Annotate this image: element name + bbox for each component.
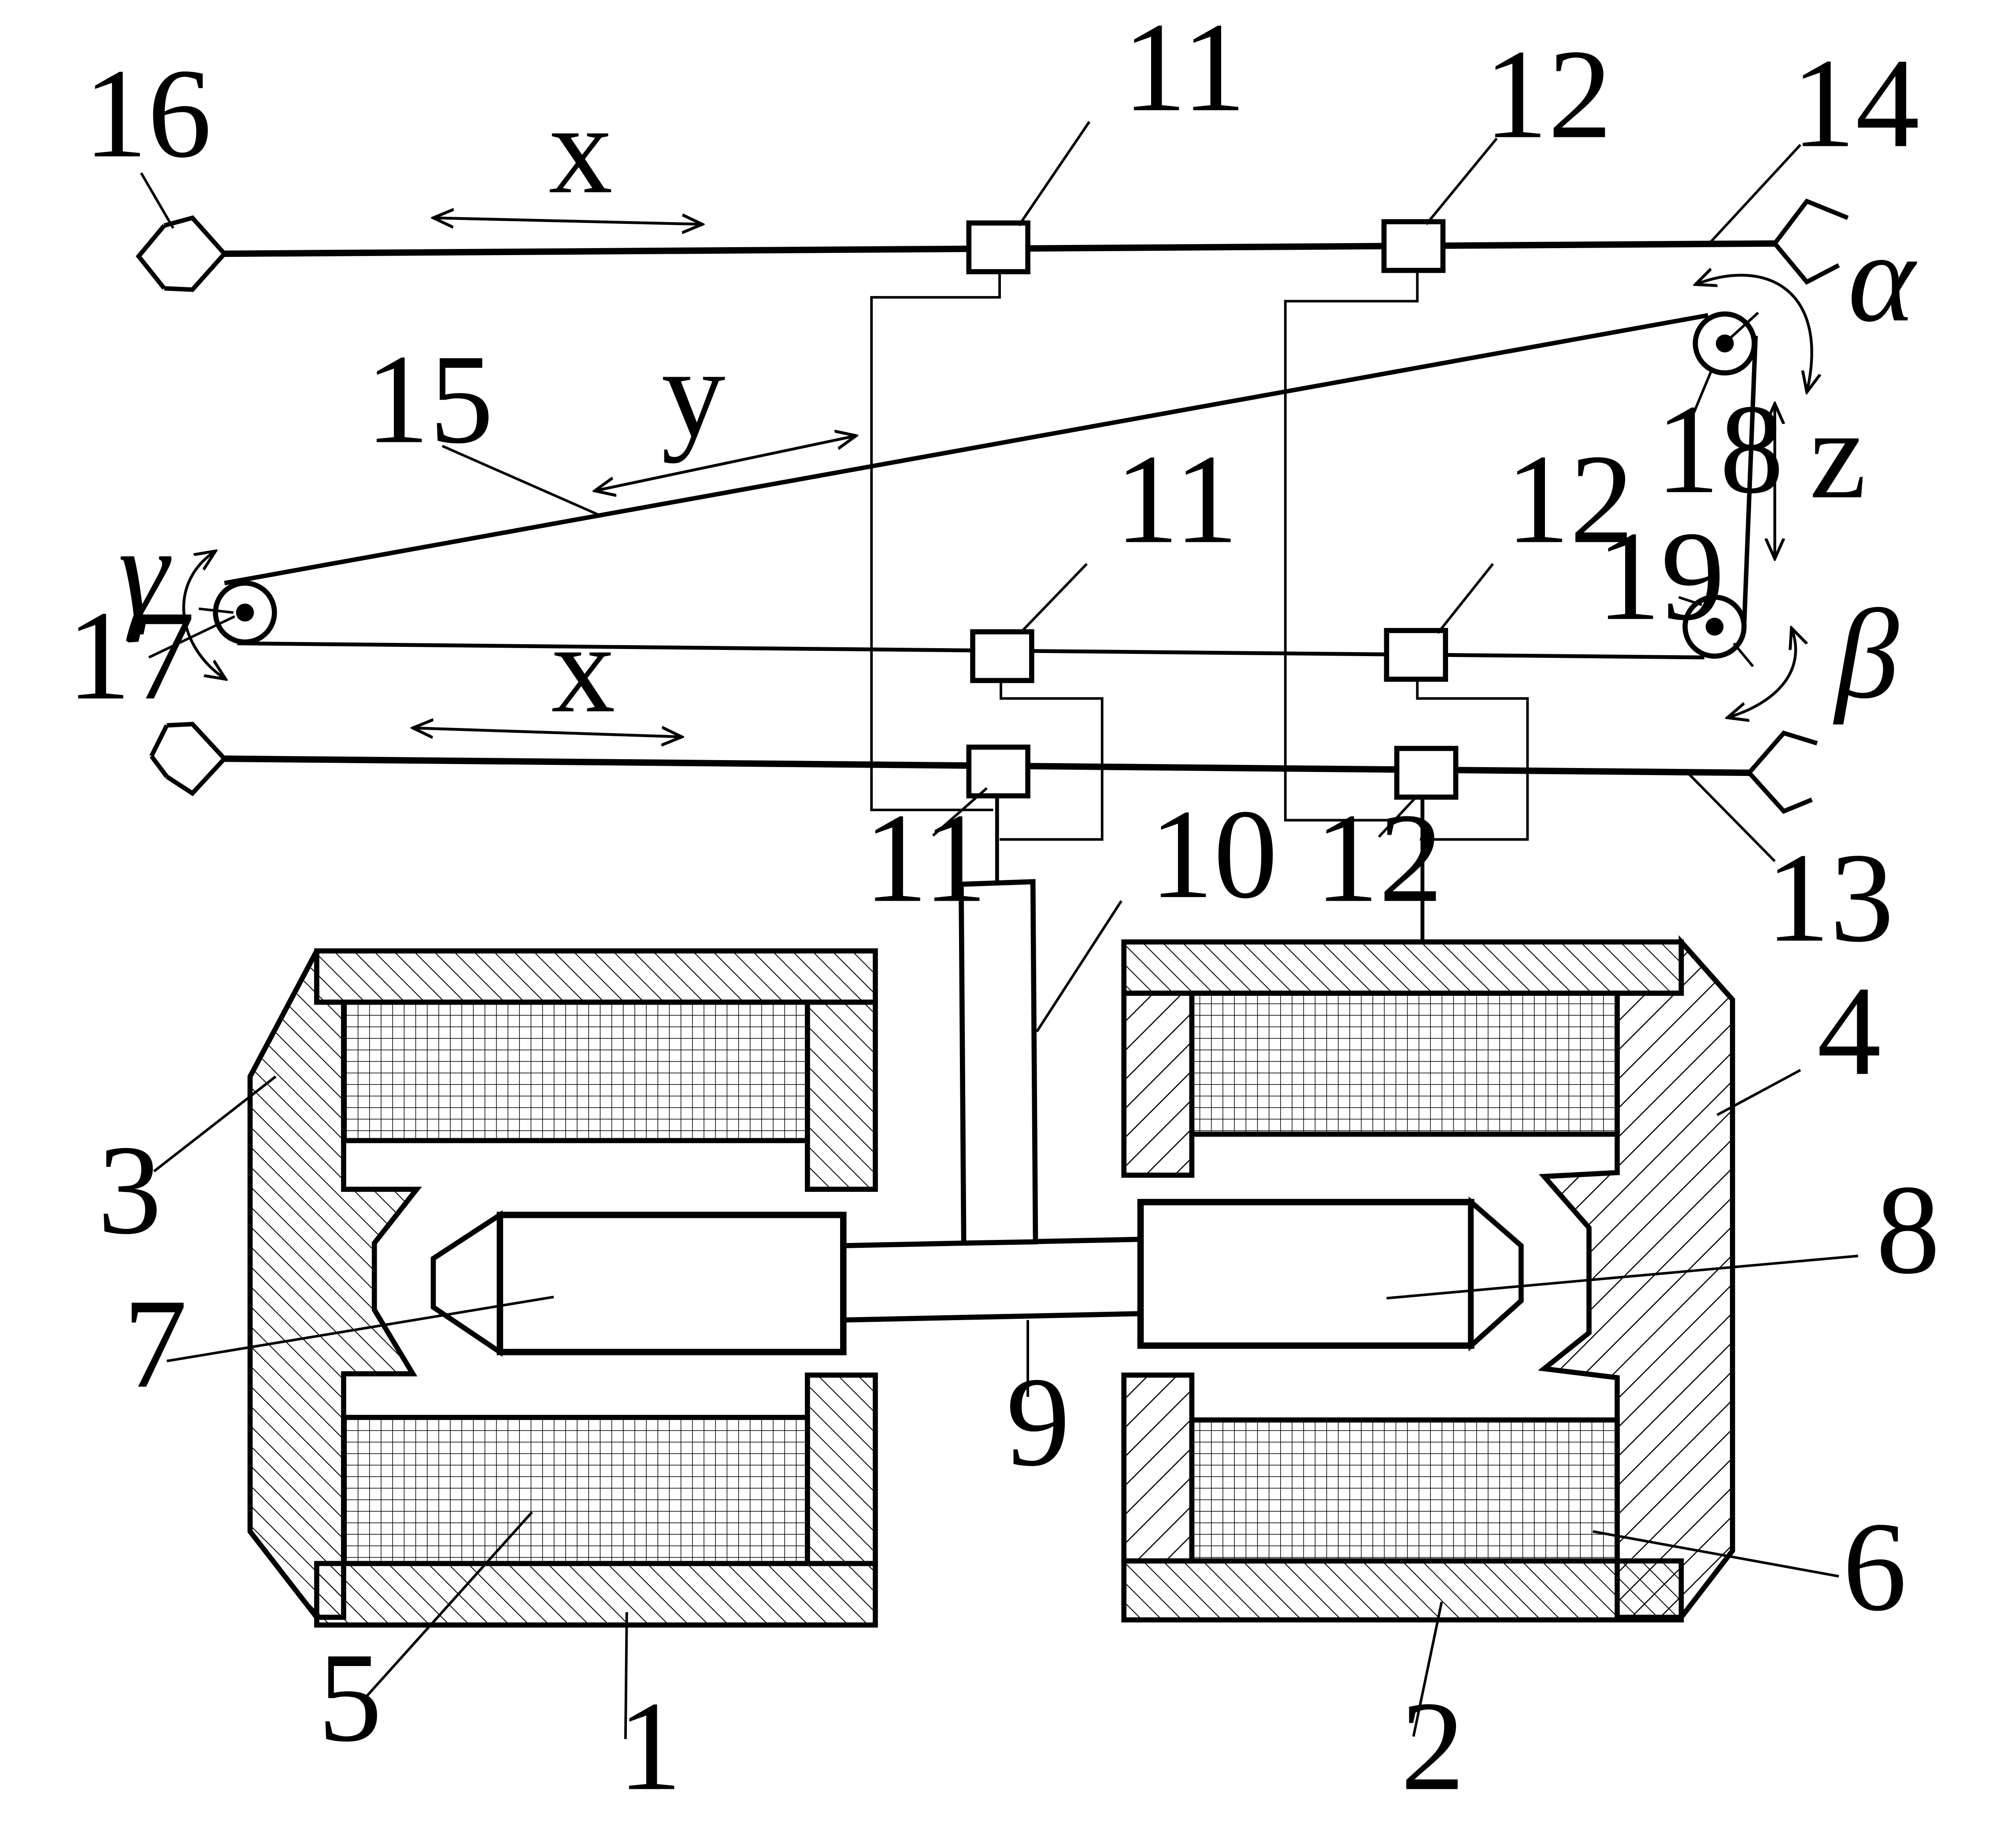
- pole-piece-bottom-right: [1121, 1372, 1195, 1564]
- alpha-arrow: [1695, 275, 1811, 392]
- coil-top-right: [1189, 991, 1620, 1137]
- label-gamma: γ: [118, 501, 172, 643]
- label-z: z: [1809, 383, 1866, 525]
- armature-7: [430, 1210, 847, 1357]
- end-plate-1: [314, 1561, 878, 1628]
- label-4: 4: [1817, 960, 1881, 1102]
- label-11-top: 11: [1122, 0, 1246, 138]
- label-15: 15: [365, 328, 493, 470]
- label-10: 10: [1149, 783, 1278, 925]
- top-rail: [136, 215, 1775, 292]
- label-18: 18: [1656, 378, 1784, 520]
- label-8: 8: [1876, 1158, 1940, 1300]
- armature-8: [1137, 1196, 1524, 1351]
- label-beta: β: [1831, 583, 1899, 725]
- label-12-bottom: 12: [1315, 787, 1443, 929]
- label-1: 1: [618, 1675, 682, 1817]
- bottom-rail: [149, 722, 1749, 796]
- label-3: 3: [98, 1119, 162, 1261]
- connecting-rod-9: [841, 1236, 1146, 1323]
- motion-arrows: [182, 218, 1812, 737]
- sensor-11-bottom: [966, 744, 1030, 798]
- label-9: 9: [1006, 1351, 1070, 1492]
- beta-arrow: [1727, 628, 1796, 718]
- end-plate-top-right: [1121, 939, 1684, 996]
- end-plate-top-left: [314, 948, 878, 1005]
- label-16: 16: [84, 42, 212, 184]
- right-mount-bottom: [1746, 730, 1818, 814]
- label-11-mid: 11: [1115, 428, 1238, 570]
- right-electromagnet: [1121, 935, 1735, 1623]
- label-y: y: [661, 322, 725, 464]
- sensor-12-mid: [1384, 628, 1448, 682]
- right-mount-top: [1772, 198, 1849, 285]
- label-6: 6: [1843, 1495, 1907, 1637]
- label-17: 17: [67, 584, 195, 726]
- leader-lines: [140, 121, 1859, 1739]
- label-12-mid: 12: [1506, 428, 1634, 570]
- sensor-12-bottom: [1394, 746, 1459, 800]
- sensor-12-top: [1381, 219, 1446, 273]
- label-11-bottom: 11: [864, 787, 987, 929]
- end-plate-2: [1121, 1558, 1684, 1623]
- sensor-11-mid: [970, 629, 1034, 683]
- label-x-bottom: x: [551, 597, 615, 739]
- stem-10: [959, 879, 1038, 1246]
- coil-6: [1189, 1417, 1620, 1564]
- coil-5: [341, 1414, 810, 1566]
- label-x-top: x: [548, 78, 612, 220]
- wiring: [870, 273, 1529, 942]
- pole-piece-top-left: [805, 999, 878, 1192]
- left-electromagnet: [247, 948, 878, 1628]
- label-7: 7: [123, 1273, 187, 1414]
- pole-piece-bottom-left: [805, 1372, 878, 1566]
- x-arrow-bottom: [413, 728, 682, 737]
- sensor-11-top: [966, 220, 1030, 275]
- part-labels: 16 11 12 14 15 11 12 18 19 17 11 10 12 1…: [67, 0, 1940, 1817]
- label-12-top: 12: [1484, 23, 1612, 165]
- x-arrow-top: [433, 218, 703, 224]
- gamma-arrow: [182, 551, 226, 679]
- coil-top-left: [341, 999, 810, 1143]
- label-5: 5: [318, 1626, 382, 1768]
- label-14: 14: [1792, 32, 1920, 174]
- y-arrow: [595, 436, 856, 491]
- axis-labels: x x y z α β γ: [118, 78, 1918, 739]
- pole-piece-top-right: [1121, 991, 1195, 1178]
- label-alpha: α: [1848, 206, 1918, 348]
- label-19: 19: [1596, 505, 1725, 647]
- label-13: 13: [1766, 827, 1894, 969]
- label-2: 2: [1400, 1675, 1464, 1817]
